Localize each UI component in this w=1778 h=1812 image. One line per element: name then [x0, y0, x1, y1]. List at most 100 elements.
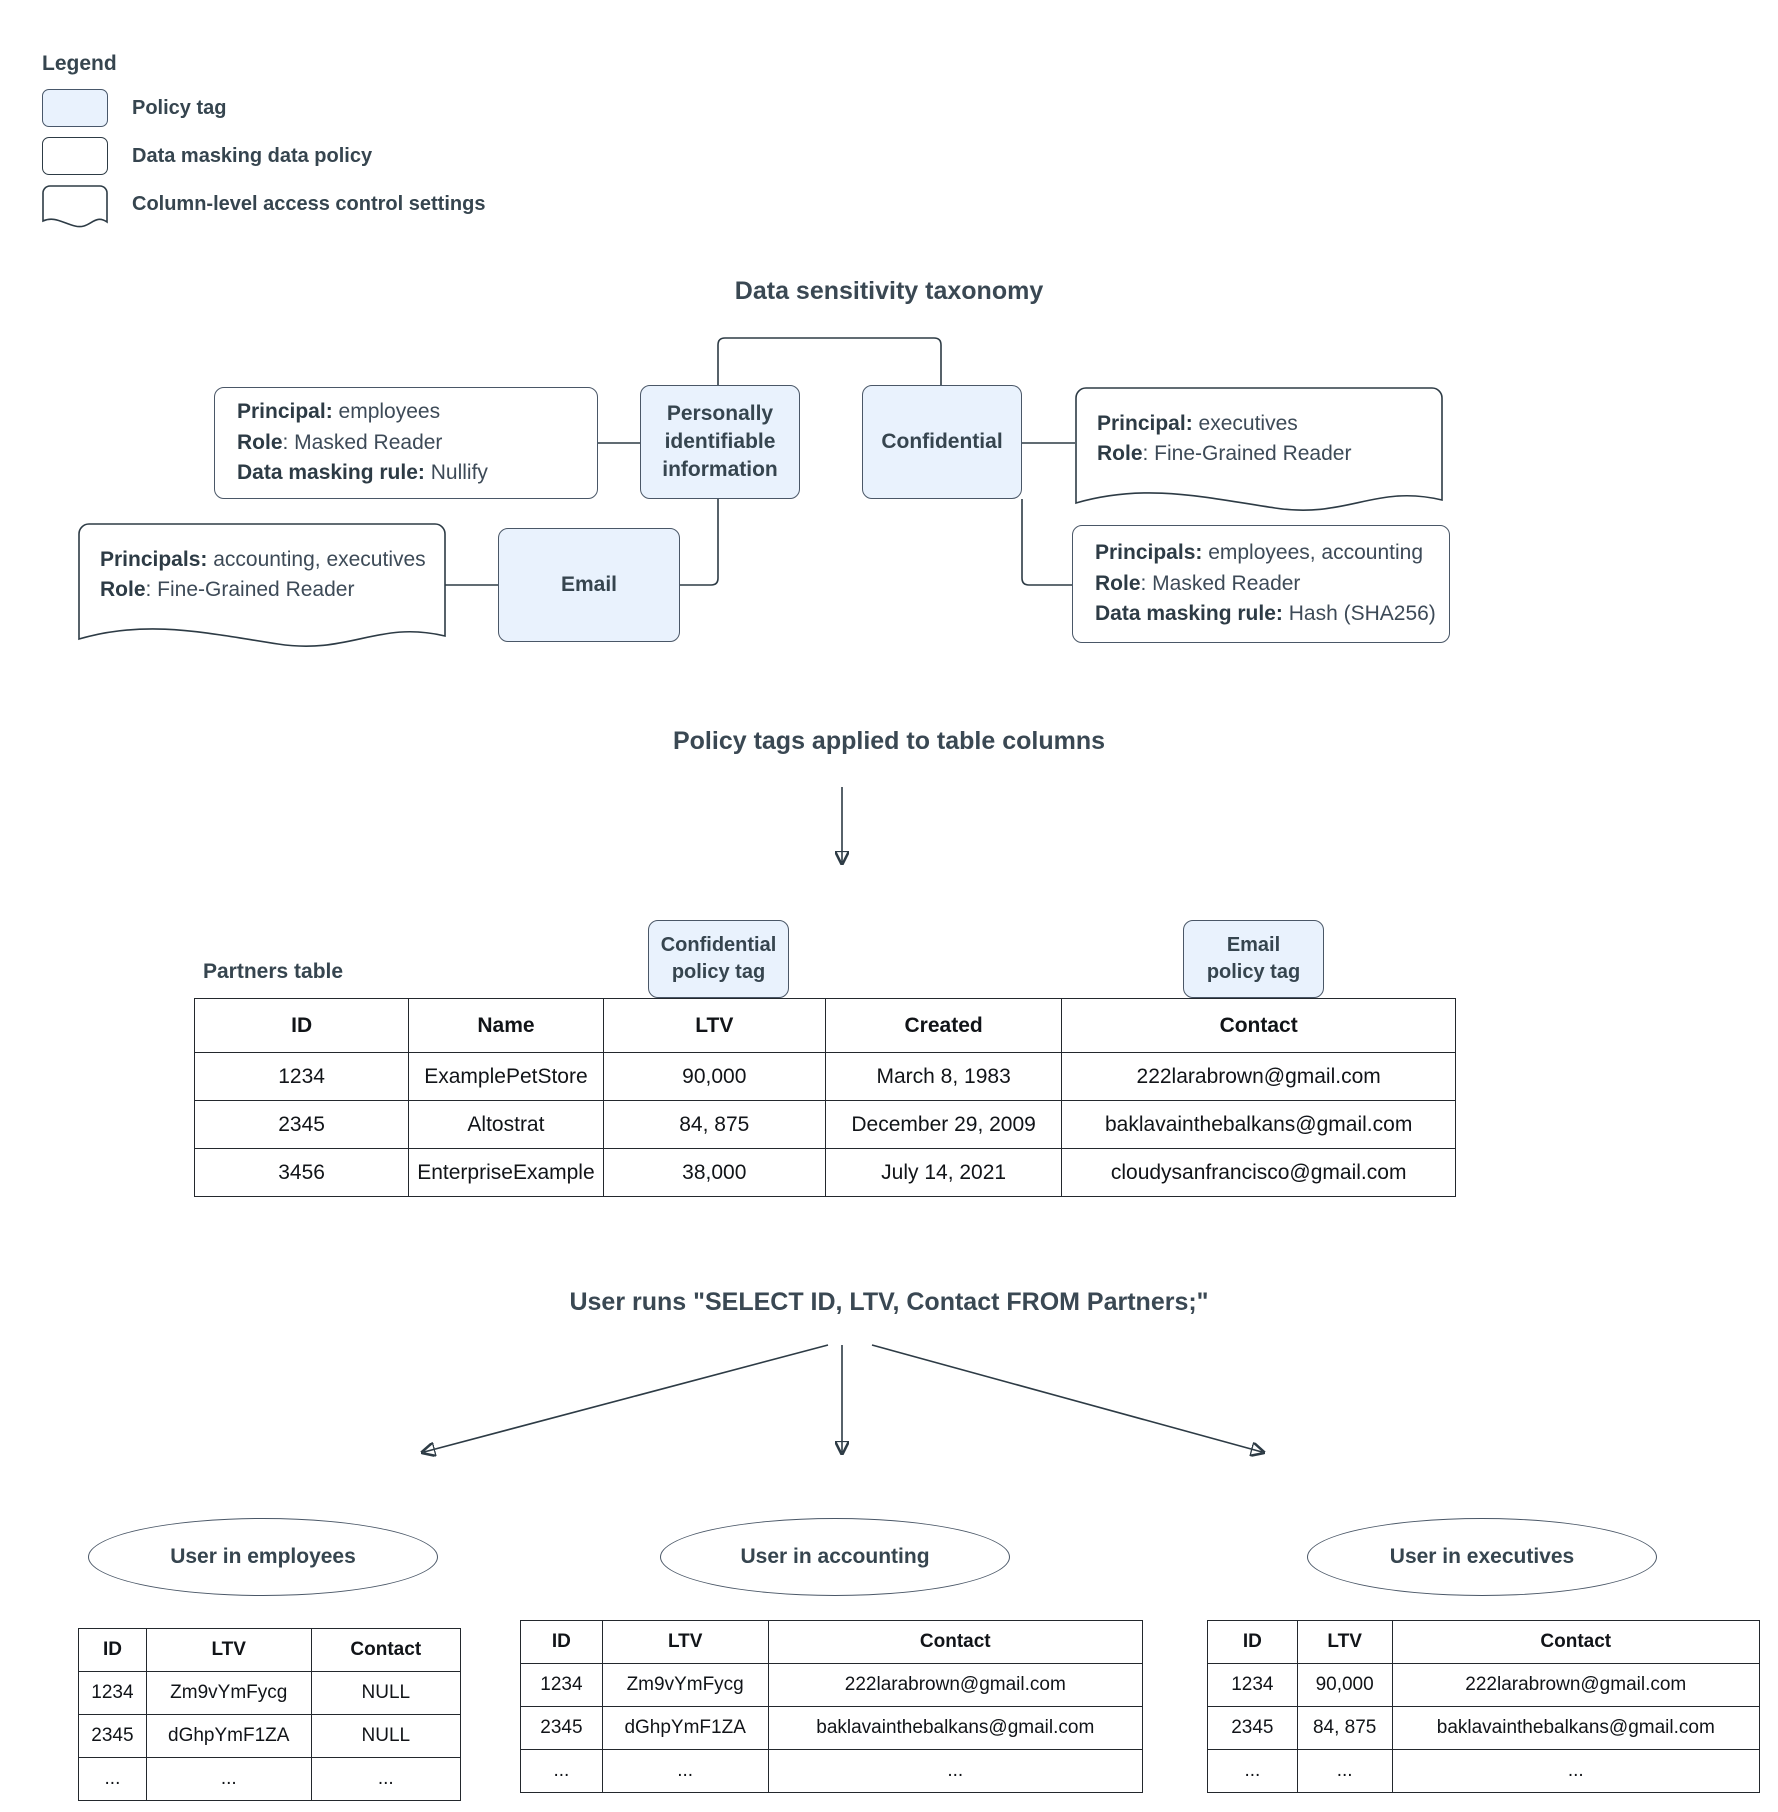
- policy-principal-label: Principals:: [1095, 541, 1203, 565]
- policy-tag-pii[interactable]: Personally identifiable information: [640, 385, 800, 499]
- policy-role-value: : Fine-Grained Reader: [1142, 442, 1352, 465]
- policy-principal-value: executives: [1192, 411, 1298, 435]
- legend-item-data-masking: Data masking data policy: [42, 134, 485, 178]
- policy-rule-value: Hash (SHA256): [1282, 602, 1436, 626]
- table-cell: 222larabrown@gmail.com: [1391, 1663, 1761, 1707]
- column-header: ID: [520, 1620, 603, 1664]
- query-section-title: User runs "SELECT ID, LTV, Contact FROM …: [569, 1288, 1209, 1316]
- persona-user-in-employees[interactable]: User in employees: [88, 1518, 438, 1596]
- persona-label: User in executives: [1389, 1545, 1575, 1568]
- table-cell: 2345: [193, 1100, 410, 1149]
- applied-arrow: [0, 787, 1778, 1000]
- policy-tag-callout-confidential-line1: Confidential: [660, 934, 777, 957]
- policy-rule-label: Data masking rule:: [1095, 602, 1283, 626]
- policy-tag-confidential[interactable]: Confidential: [862, 385, 1022, 499]
- policy-principal-line: Principal: employees: [237, 397, 575, 427]
- policy-role-line: Role: Masked Reader: [1095, 569, 1427, 599]
- policy-role-value: : Fine-Grained Reader: [145, 578, 355, 601]
- policy-role-line: Role: Fine-Grained Reader: [1097, 439, 1421, 469]
- table-cell: 2345: [520, 1706, 603, 1750]
- policy-rule-label: Data masking rule:: [237, 461, 425, 485]
- column-header: ID: [1207, 1620, 1298, 1664]
- policy-tag-pii-label: Personally identifiable information: [662, 402, 778, 481]
- policy-principal-label: Principal:: [237, 400, 333, 424]
- data-masking-policy-confidential[interactable]: Principals: employees, accounting Role: …: [1072, 525, 1450, 643]
- policy-principal-line: Principal: executives: [1097, 409, 1421, 439]
- column-header: LTV: [601, 1620, 769, 1664]
- table-cell: ...: [1207, 1749, 1298, 1793]
- policy-tag-confidential-label: Confidential: [881, 430, 1003, 454]
- legend-item-label: Policy tag: [132, 96, 227, 119]
- column-header: ID: [78, 1628, 147, 1672]
- legend-item-column-access: Column-level access control settings: [42, 182, 486, 228]
- policy-role-label: Role: [237, 430, 283, 454]
- taxonomy-section-title: Data sensitivity taxonomy: [734, 277, 1044, 305]
- column-header: Contact: [1391, 1620, 1761, 1664]
- policy-role-line: Role: Fine-Grained Reader: [100, 575, 424, 605]
- policy-tag-email[interactable]: Email: [498, 528, 680, 642]
- table-cell: ExamplePetStore: [408, 1052, 604, 1101]
- table-cell: Zm9vYmFycg: [145, 1671, 312, 1715]
- column-header: LTV: [145, 1628, 312, 1672]
- table-cell: dGhpYmF1ZA: [601, 1706, 769, 1750]
- column-header: Name: [408, 998, 604, 1053]
- table-cell: ...: [1391, 1749, 1761, 1793]
- table-cell: ...: [145, 1757, 312, 1801]
- table-cell: EnterpriseExample: [408, 1148, 604, 1197]
- persona-user-in-accounting[interactable]: User in accounting: [660, 1518, 1010, 1596]
- policy-rule-value: Nullify: [424, 461, 488, 485]
- table-cell: 2345: [78, 1714, 147, 1758]
- table-cell: 2345: [1207, 1706, 1298, 1750]
- table-cell: ...: [78, 1757, 147, 1801]
- column-header: Contact: [310, 1628, 462, 1672]
- legend-item-policy-tag: Policy tag: [42, 86, 485, 130]
- table-cell: 3456: [193, 1148, 410, 1197]
- taxonomy-connectors: [445, 337, 1075, 586]
- table-row: .........: [1207, 1749, 1761, 1793]
- policy-role-value: : Masked Reader: [282, 430, 443, 454]
- table-cell: July 14, 2021: [824, 1148, 1063, 1197]
- persona-user-in-executives[interactable]: User in executives: [1307, 1518, 1657, 1596]
- table-cell: NULL: [310, 1671, 462, 1715]
- table-cell: 90,000: [1296, 1663, 1393, 1707]
- column-header: Contact: [1061, 998, 1456, 1053]
- legend-item-label: Data masking data policy: [132, 144, 373, 167]
- legend: Legend Policy tag Data masking data poli…: [42, 52, 485, 230]
- table-cell: cloudysanfrancisco@gmail.com: [1061, 1148, 1456, 1197]
- legend-title: Legend: [42, 52, 117, 75]
- column-access-policy-email[interactable]: Principals: accounting, executives Role:…: [78, 523, 446, 647]
- table-cell: 1234: [193, 1052, 410, 1101]
- table-cell: dGhpYmF1ZA: [145, 1714, 312, 1758]
- table-cell: 1234: [520, 1663, 603, 1707]
- policy-principal-line: Principals: employees, accounting: [1095, 538, 1427, 568]
- table-cell: Zm9vYmFycg: [601, 1663, 769, 1707]
- partners-table-caption: Partners table: [203, 960, 344, 983]
- table-cell: December 29, 2009: [824, 1100, 1063, 1149]
- data-masking-policy-pii[interactable]: Principal: employees Role: Masked Reader…: [214, 387, 598, 499]
- column-header: ID: [193, 998, 410, 1053]
- table-cell: ...: [767, 1749, 1144, 1793]
- table-cell: ...: [1296, 1749, 1393, 1793]
- data-masking-swatch-icon: [42, 137, 108, 175]
- policy-rule-line: Data masking rule: Hash (SHA256): [1095, 599, 1436, 629]
- table-cell: 38,000: [602, 1148, 826, 1197]
- policy-principal-label: Principal:: [1097, 411, 1193, 435]
- column-access-policy-confidential[interactable]: Principal: executives Role: Fine-Grained…: [1075, 387, 1443, 511]
- table-row: .........: [520, 1749, 1144, 1793]
- policy-tag-callout-confidential[interactable]: Confidential policy tag: [648, 920, 789, 998]
- policy-tag-callout-email[interactable]: Email policy tag: [1183, 920, 1324, 998]
- table-cell: ...: [520, 1749, 603, 1793]
- legend-item-label: Column-level access control settings: [132, 192, 486, 215]
- policy-principal-value: employees, accounting: [1202, 541, 1424, 565]
